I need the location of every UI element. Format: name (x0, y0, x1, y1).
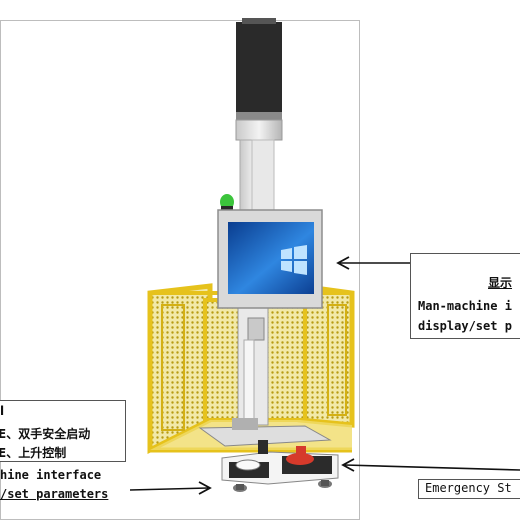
control-callout-line-1: l (0, 404, 5, 418)
windows-logo-icon (281, 245, 307, 275)
control-callout-line-4: hine interface (0, 468, 102, 482)
control-callout-line-5: /set parameters (0, 487, 109, 501)
arrow-to-monitor (336, 256, 412, 270)
two-hand-control-box (221, 440, 339, 492)
hmi-callout-box (410, 253, 520, 339)
control-callout-box (0, 400, 126, 462)
arrow-to-emergency-stop (341, 458, 520, 472)
arrow-to-control-box (129, 481, 212, 495)
emergency-stop-label: Emergency St (425, 481, 512, 495)
hmi-callout-line-2: display/set p (418, 319, 512, 333)
base-table (198, 418, 332, 447)
control-callout-line-2: E、双手安全启动 (0, 427, 91, 441)
hmi-callout-title: 显示 (488, 276, 513, 290)
press-ram (237, 304, 269, 426)
servo-motor (236, 18, 282, 122)
press-column (235, 119, 283, 211)
emergency-stop-callout-box (418, 479, 520, 499)
control-callout-line-3: E、上升控制 (0, 446, 67, 460)
status-lamp (220, 194, 234, 212)
touch-screen-monitor (217, 209, 323, 309)
hmi-callout-line-1: Man-machine i (418, 299, 512, 313)
